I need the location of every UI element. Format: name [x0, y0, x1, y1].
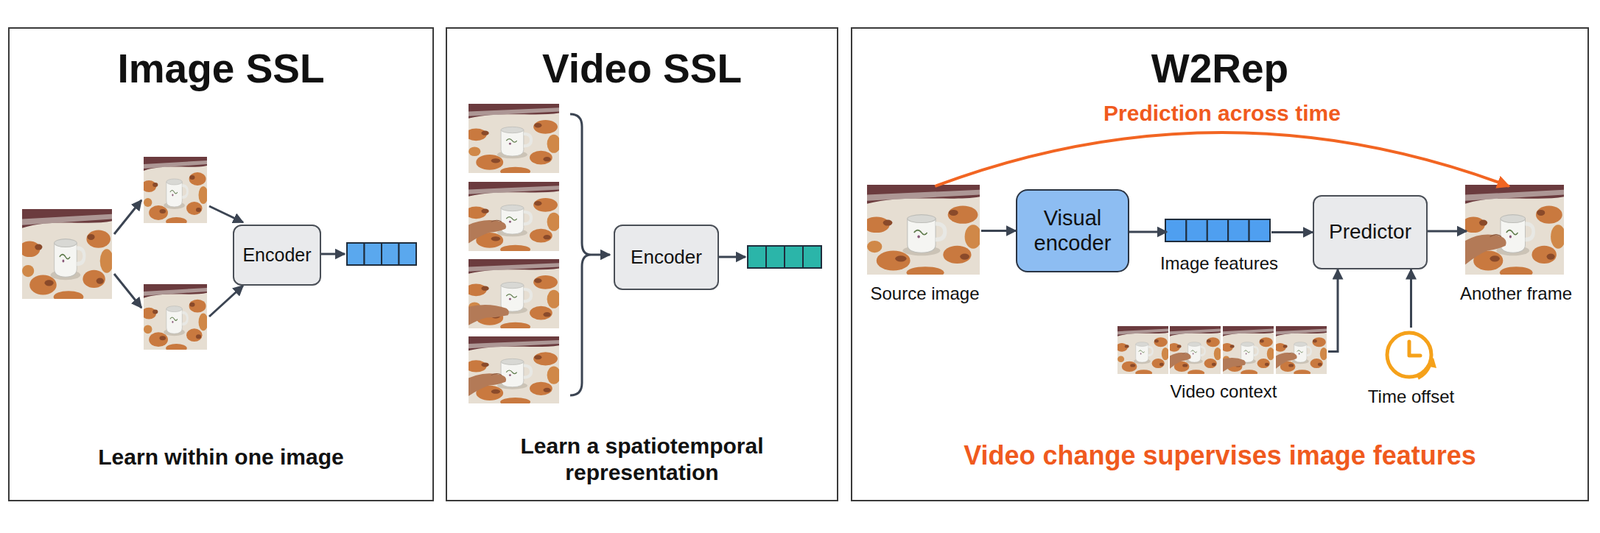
- encoder-box: Encoder: [613, 224, 719, 291]
- photo-crop: [141, 284, 208, 353]
- panel-title: Video SSL: [447, 44, 837, 93]
- panel: Video SSL Learn a spatiotemporal represen…: [445, 27, 839, 502]
- flow-arrow: [1427, 230, 1467, 233]
- box-label: Encoder: [242, 244, 311, 266]
- photo-crop: [141, 156, 208, 227]
- panel: Image SSL Learn within one image Encoder: [8, 27, 434, 502]
- feature-vector: [747, 246, 822, 269]
- augment-arrows: [114, 200, 345, 317]
- flow-arrow: [1129, 231, 1167, 234]
- image-node: Source image: [868, 186, 982, 277]
- context-frame: [1274, 326, 1328, 377]
- image-label: Source image: [869, 283, 980, 305]
- clock-icon: [1387, 332, 1437, 379]
- clock-node: Time offset: [1381, 327, 1441, 386]
- encoder-box: Encoder: [232, 224, 322, 286]
- predictor-box: Predictor: [1312, 195, 1428, 270]
- video-frame: [465, 181, 561, 255]
- flow-arrow: [1328, 269, 1338, 353]
- context-node: Video context: [1118, 327, 1329, 376]
- flow-arrow: [981, 229, 1016, 233]
- clock-label: Time offset: [1367, 386, 1455, 408]
- context-frame: [1116, 326, 1170, 377]
- context-label: Video context: [1170, 381, 1278, 403]
- image-node: Another frame: [1466, 186, 1566, 277]
- edge-label: Prediction across time: [1103, 100, 1341, 127]
- target-photo: [1462, 184, 1567, 279]
- panel-caption: Learn a spatiotemporal representation: [491, 433, 793, 487]
- feature-vector: [346, 243, 417, 266]
- image-label: Another frame: [1460, 283, 1573, 305]
- brace: [570, 114, 591, 396]
- feature-vector: [1165, 219, 1270, 242]
- context-frame: [1221, 326, 1275, 377]
- flow-arrow: [1271, 231, 1313, 234]
- feature-node: Image features: [1166, 220, 1272, 244]
- panel: W2RepVideo change supervises image featu…: [850, 27, 1589, 502]
- panel-caption: Learn within one image: [24, 444, 418, 471]
- context-frame: [1168, 326, 1222, 377]
- video-frame: [465, 336, 561, 407]
- prediction-arc: [934, 132, 1509, 187]
- box-label: Encoder: [630, 246, 703, 269]
- feature-label: Image features: [1160, 253, 1279, 275]
- panel-title: W2Rep: [852, 44, 1588, 93]
- box-label: Predictor: [1328, 220, 1412, 244]
- flow-arrow: [1409, 269, 1413, 328]
- video-frame: [465, 259, 561, 332]
- source-photo: [863, 184, 982, 279]
- encoder-box: Visual encoder: [1015, 189, 1130, 273]
- panel-title: Image SSL: [9, 44, 433, 93]
- panel-caption: Video change supervises image features: [867, 439, 1573, 472]
- video-frame: [465, 103, 561, 177]
- photo: [19, 209, 114, 303]
- box-label: Visual encoder: [1021, 206, 1124, 256]
